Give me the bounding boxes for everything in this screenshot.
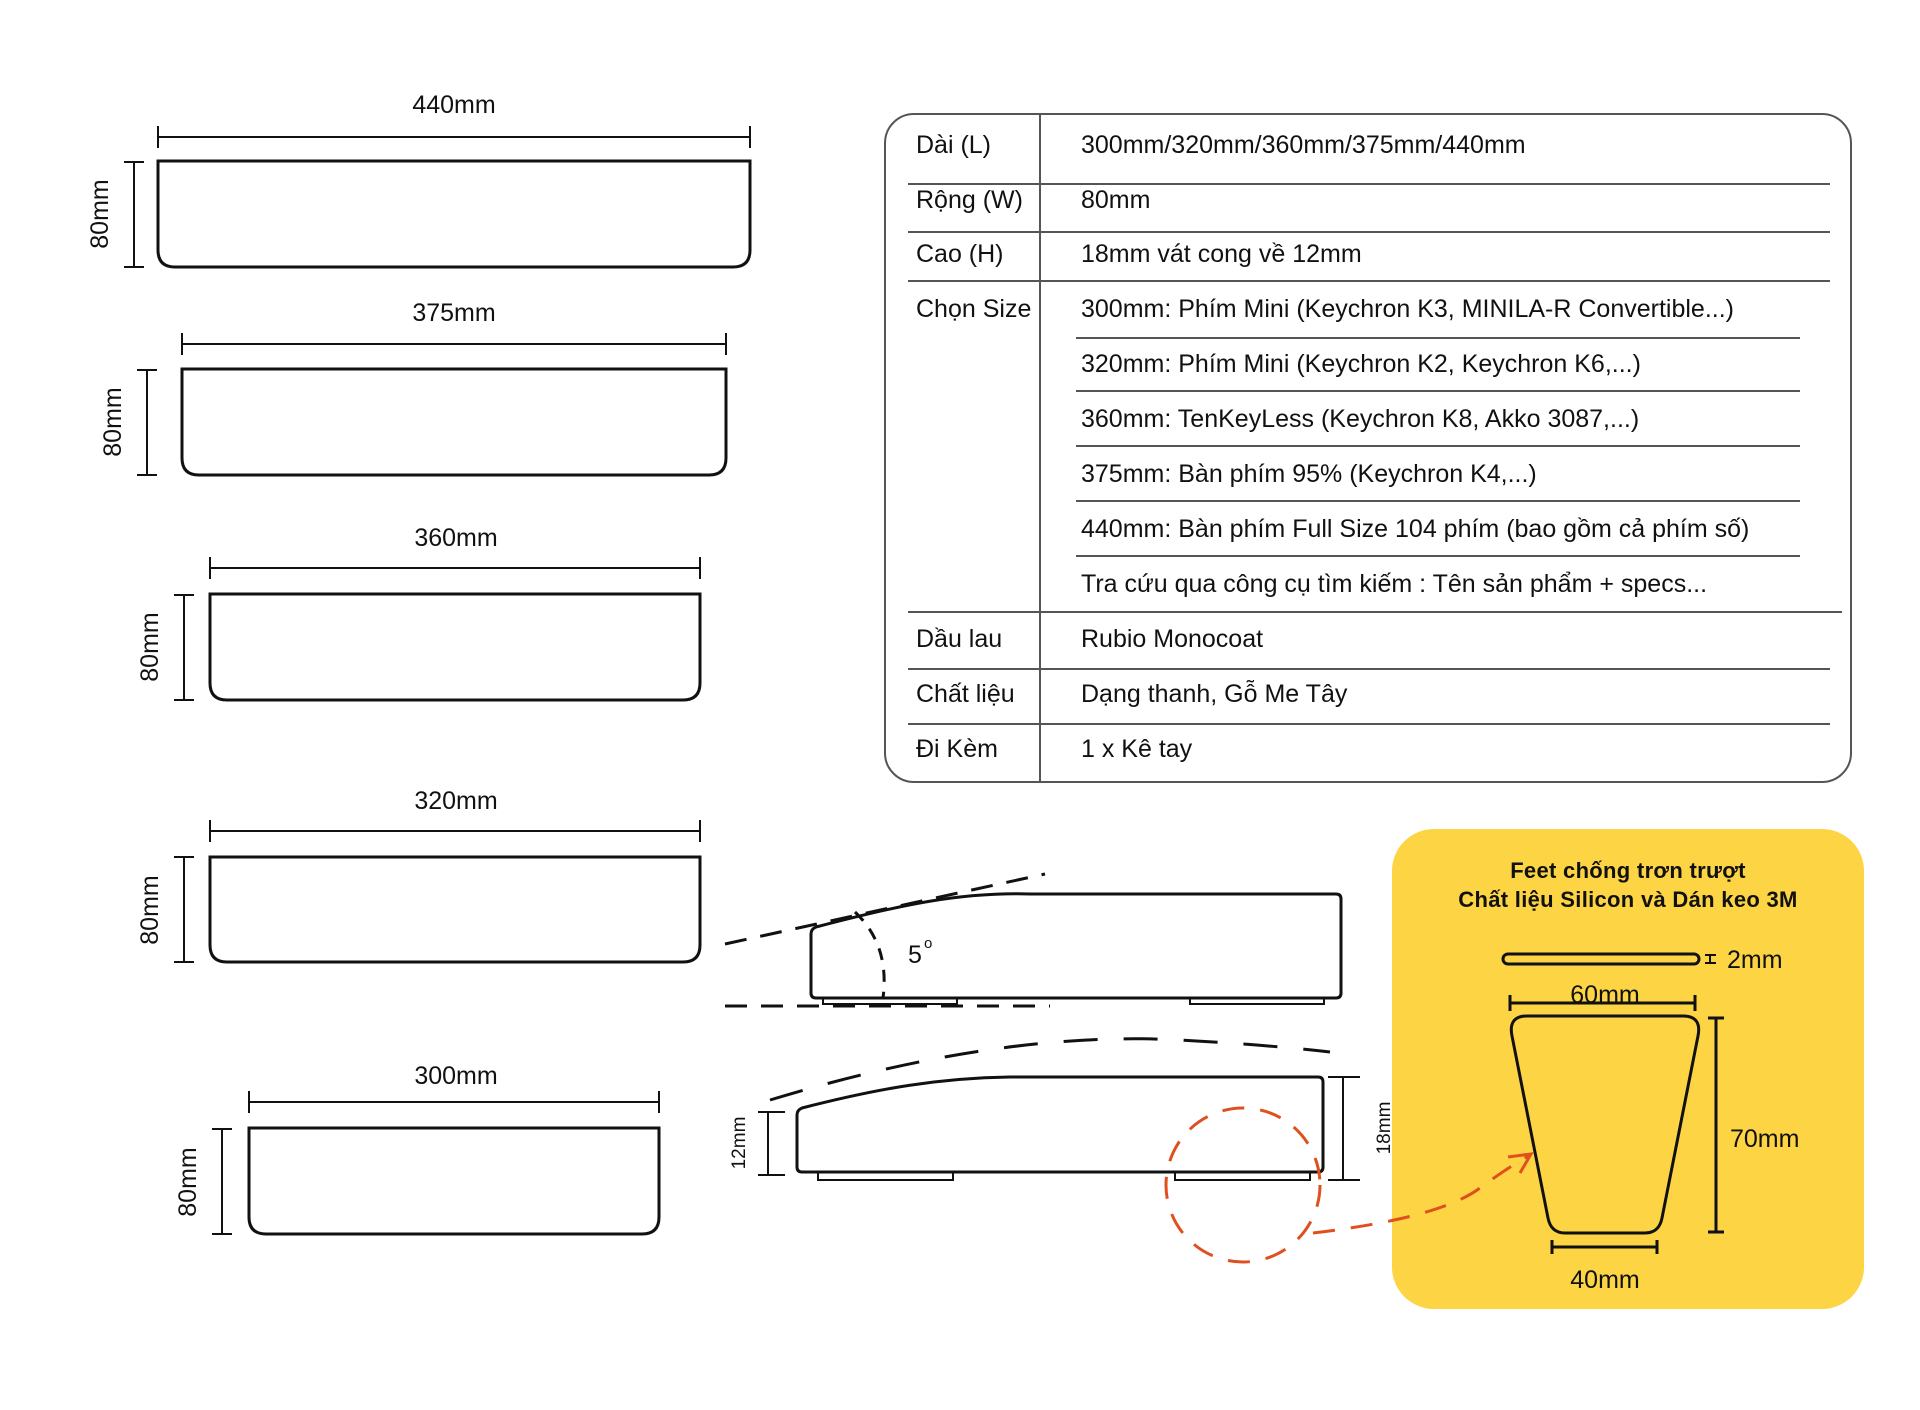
feet-title-line2: Chất liệu Silicon và Dán keo 3M — [1458, 887, 1798, 912]
width-label: 80mm — [136, 875, 164, 944]
size-option: 375mm: Bàn phím 95% (Keychron K4,...) — [1081, 460, 1537, 488]
spec-value-width: 80mm — [1081, 186, 1151, 214]
side-profile-heights: 12mm 18mm — [729, 1037, 1395, 1181]
wristrest-top-shape — [180, 367, 728, 477]
top-view-440: 440mm 80mm — [86, 91, 752, 269]
wristrest-top-shape — [208, 592, 702, 702]
sub-separator — [1076, 337, 1800, 339]
length-label: 375mm — [412, 299, 495, 327]
height-label: 70mm — [1730, 1125, 1799, 1153]
angle-arc — [853, 910, 886, 999]
feet-card: Feet chống trơn trượt Chất liệu Silicon … — [1392, 829, 1864, 1309]
spec-key-length: Dài (L) — [916, 131, 992, 159]
spec-key-material: Chất liệu — [916, 680, 1015, 708]
width-label: 80mm — [86, 179, 114, 248]
spec-value-included: 1 x Kê tay — [1081, 735, 1193, 763]
back-height-label: 18mm — [1374, 1102, 1395, 1155]
length-label: 360mm — [414, 524, 497, 552]
top-view-360: 360mm 80mm — [136, 524, 702, 702]
angle-label: 5 — [908, 941, 922, 969]
side-profile-angle: 5 o — [724, 872, 1343, 1008]
top-view-375: 375mm 80mm — [99, 299, 728, 477]
wristrest-side-shape — [795, 1075, 1325, 1174]
spec-key-height: Cao (H) — [916, 240, 1004, 268]
width-label: 80mm — [99, 387, 127, 456]
top-width-label: 60mm — [1570, 981, 1639, 1009]
spec-table: Dài (L) 300mm/320mm/360mm/375mm/440mm Rộ… — [884, 113, 1852, 783]
top-view-320: 320mm 80mm — [136, 787, 702, 964]
row-separator — [908, 183, 1830, 185]
column-divider — [1039, 115, 1041, 781]
length-label: 440mm — [412, 91, 495, 119]
spec-value-height: 18mm vát cong về 12mm — [1081, 240, 1362, 268]
top-view-300: 300mm 80mm — [174, 1062, 661, 1236]
row-separator — [908, 723, 1830, 725]
spec-value-finish: Rubio Monocoat — [1081, 625, 1264, 653]
thickness-label: 2mm — [1727, 946, 1783, 974]
feet-title-line1: Feet chống trơn trượt — [1510, 858, 1746, 883]
length-label: 320mm — [414, 787, 497, 815]
row-separator — [908, 280, 1830, 282]
spec-value-length: 300mm/320mm/360mm/375mm/440mm — [1081, 131, 1526, 159]
spec-key-size: Chọn Size — [916, 295, 1032, 323]
curvature-dashed-line — [769, 1037, 1331, 1102]
width-label: 80mm — [174, 1147, 202, 1216]
wristrest-top-shape — [247, 1126, 661, 1236]
size-lookup-hint: Tra cứu qua công cụ tìm kiếm : Tên sản p… — [1081, 570, 1708, 598]
spec-value-material: Dạng thanh, Gỗ Me Tây — [1081, 680, 1348, 708]
size-option: 300mm: Phím Mini (Keychron K3, MINILA-R … — [1081, 295, 1734, 323]
callout-arrow-line — [1312, 1153, 1531, 1235]
length-label: 300mm — [414, 1062, 497, 1090]
sub-separator — [1076, 445, 1800, 447]
size-option: 320mm: Phím Mini (Keychron K2, Keychron … — [1081, 350, 1641, 378]
wristrest-side-shape — [809, 892, 1343, 1000]
spec-key-finish: Dầu lau — [916, 625, 1003, 653]
foot-pad-shape — [1509, 1014, 1701, 1235]
bottom-width-label: 40mm — [1570, 1266, 1639, 1294]
sub-separator — [1076, 390, 1800, 392]
wristrest-top-shape — [156, 159, 752, 269]
row-separator — [908, 231, 1830, 233]
size-option: 440mm: Bàn phím Full Size 104 phím (bao … — [1081, 515, 1750, 543]
wristrest-top-shape — [208, 855, 702, 964]
callout-arrowhead-icon — [1507, 1152, 1534, 1174]
row-separator — [908, 611, 1842, 613]
spec-key-included: Đi Kèm — [916, 735, 998, 763]
detail-callout-circle — [1164, 1106, 1322, 1264]
sub-separator — [1076, 500, 1800, 502]
size-option: 360mm: TenKeyLess (Keychron K8, Akko 308… — [1081, 405, 1640, 433]
width-label: 80mm — [136, 612, 164, 681]
foot-thickness-strip — [1501, 952, 1701, 966]
sub-separator — [1076, 555, 1800, 557]
degree-symbol: o — [924, 935, 932, 952]
spec-key-width: Rộng (W) — [916, 186, 1023, 214]
front-height-label: 12mm — [729, 1117, 750, 1170]
row-separator — [908, 668, 1830, 670]
